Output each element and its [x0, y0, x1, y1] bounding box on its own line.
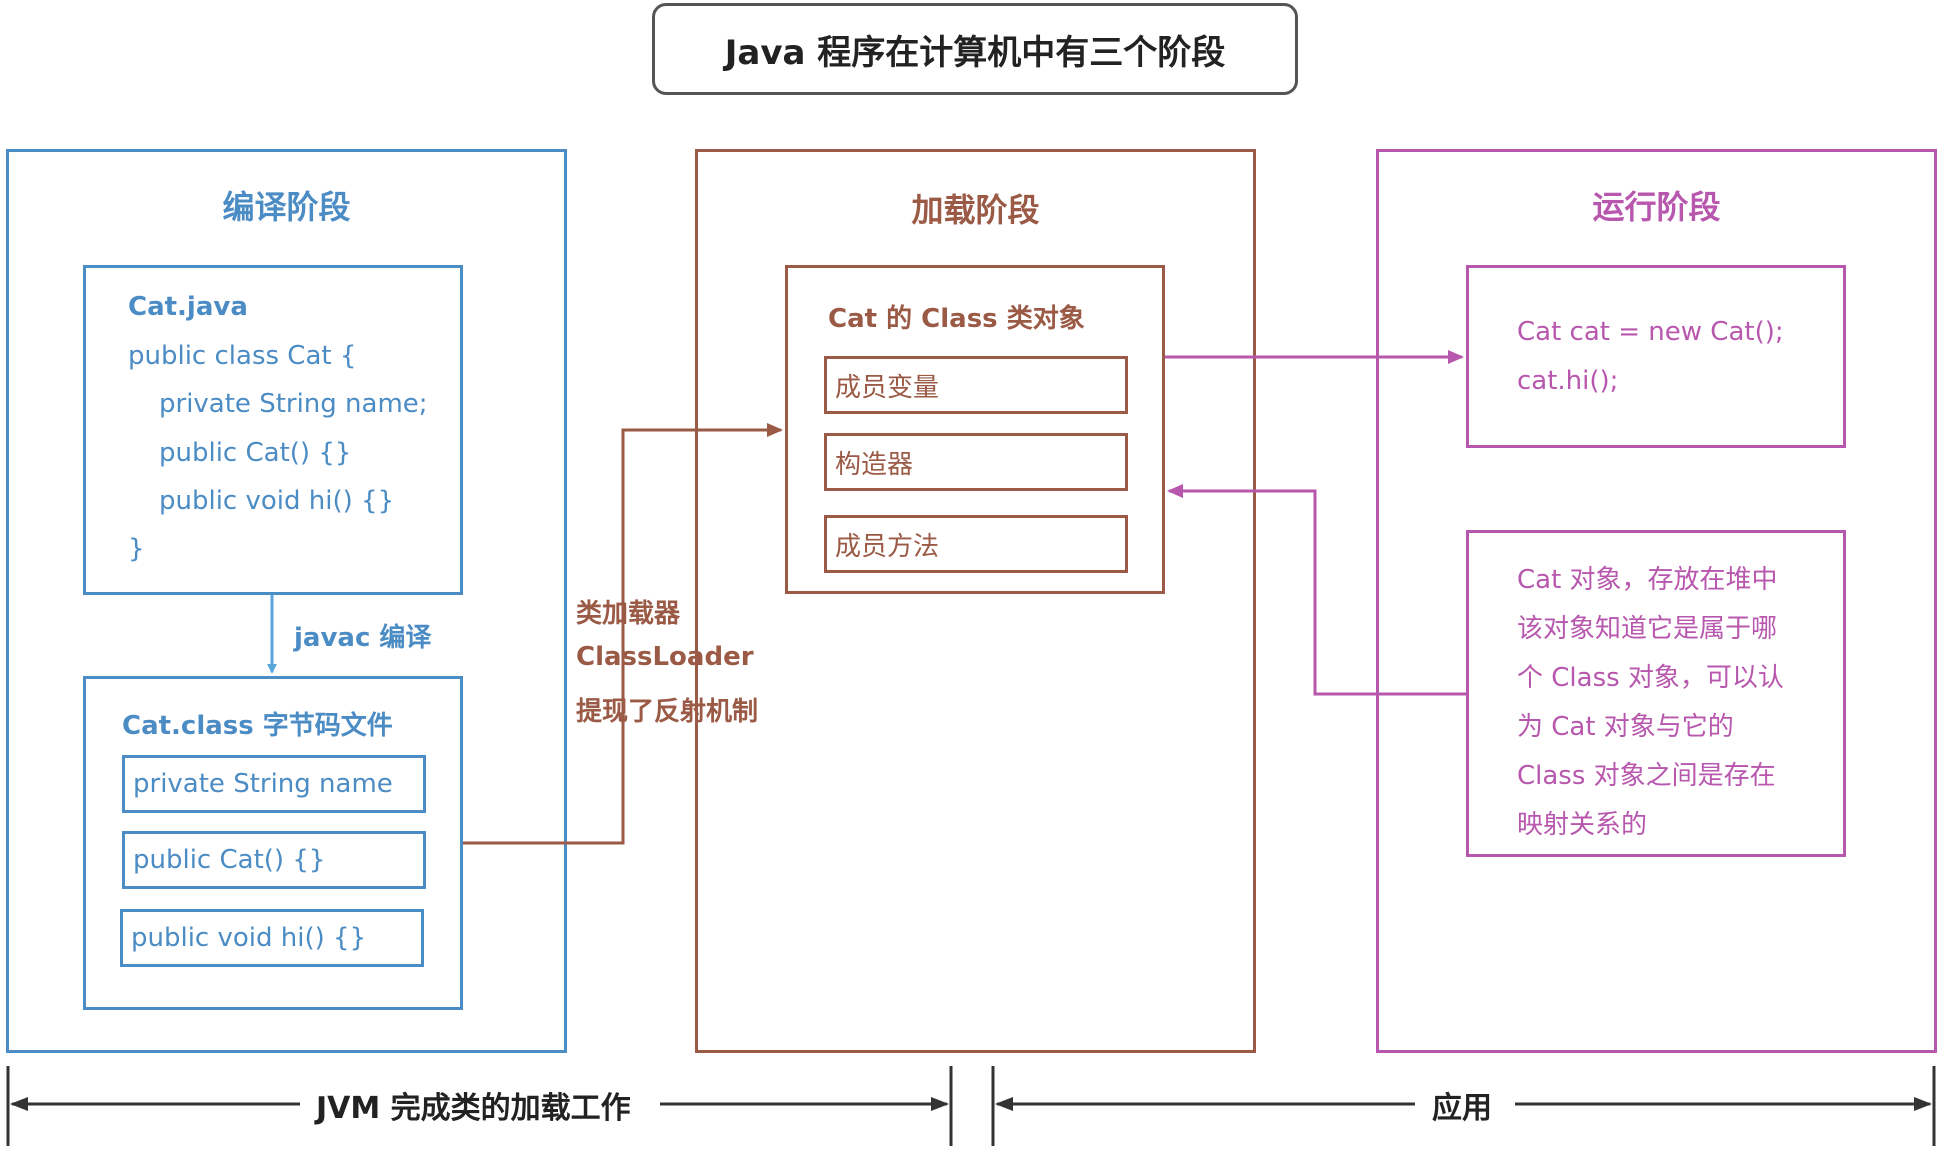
- classloader-label-line: 提现了反射机制: [576, 697, 759, 727]
- bytecode-member-field: private String name: [122, 755, 426, 813]
- bytecode-member-label: public Cat() {}: [133, 845, 326, 875]
- classloader-label-line: 类加载器: [576, 599, 681, 629]
- source-file-name: Cat.java: [128, 292, 248, 322]
- bytecode-member-method: public void hi() {}: [120, 909, 424, 967]
- load-stage-panel: 加载阶段: [695, 149, 1256, 1053]
- bytecode-file-title: Cat.class 字节码文件: [122, 711, 393, 741]
- diagram-title-box: Java 程序在计算机中有三个阶段: [652, 3, 1298, 95]
- source-line: public class Cat {: [128, 341, 357, 371]
- run-stage-title: 运行阶段: [1592, 188, 1721, 226]
- object-note-line: 为 Cat 对象与它的: [1517, 712, 1734, 742]
- diagram-title: Java 程序在计算机中有三个阶段: [724, 32, 1226, 73]
- footer-jvm-label: JVM 完成类的加载工作: [306, 1083, 641, 1127]
- load-stage-title: 加载阶段: [911, 191, 1040, 229]
- class-object-box: Cat 的 Class 类对象 成员变量 构造器 成员方法: [785, 265, 1165, 594]
- source-line: private String name;: [159, 389, 428, 419]
- classloader-label-line: ClassLoader: [576, 642, 754, 672]
- bytecode-member-constructor: public Cat() {}: [122, 831, 426, 889]
- class-object-member-label: 构造器: [835, 449, 914, 480]
- object-note-line: 个 Class 对象，可以认: [1517, 663, 1784, 693]
- object-note-line: Class 对象之间是存在: [1517, 761, 1776, 791]
- footer-application-label: 应用: [1422, 1083, 1502, 1127]
- class-object-member-fields: 成员变量: [824, 356, 1128, 414]
- class-object-member-label: 成员方法: [835, 531, 940, 562]
- compile-stage-title: 编译阶段: [222, 188, 351, 226]
- run-code-box: Cat cat = new Cat(); cat.hi();: [1466, 265, 1846, 448]
- source-line: public void hi() {}: [159, 486, 395, 516]
- bytecode-file-box: Cat.class 字节码文件 private String name publ…: [83, 676, 463, 1010]
- run-code-line: cat.hi();: [1517, 366, 1619, 396]
- source-line: public Cat() {}: [159, 438, 352, 468]
- class-object-member-label: 成员变量: [835, 372, 940, 403]
- object-to-class-arrow: [1167, 484, 1466, 696]
- run-code-line: Cat cat = new Cat();: [1517, 317, 1784, 347]
- bytecode-member-label: public void hi() {}: [131, 923, 367, 953]
- source-file-box: Cat.java public class Cat { private Stri…: [83, 265, 463, 595]
- class-object-member-methods: 成员方法: [824, 515, 1128, 573]
- compile-stage-panel: 编译阶段: [6, 149, 567, 1053]
- classloader-arrow: [463, 423, 783, 845]
- run-stage-panel: 运行阶段: [1376, 149, 1937, 1053]
- bytecode-member-label: private String name: [133, 769, 393, 799]
- source-line: }: [128, 534, 145, 564]
- object-note-line: 映射关系的: [1517, 810, 1648, 840]
- object-note-line: Cat 对象，存放在堆中: [1517, 565, 1778, 595]
- object-note-line: 该对象知道它是属于哪: [1517, 614, 1778, 644]
- class-object-member-constructors: 构造器: [824, 433, 1128, 491]
- class-object-title: Cat 的 Class 类对象: [828, 304, 1085, 334]
- object-note-box: Cat 对象，存放在堆中 该对象知道它是属于哪 个 Class 对象，可以认 为…: [1466, 530, 1846, 857]
- javac-compile-label: javac 编译: [294, 623, 432, 653]
